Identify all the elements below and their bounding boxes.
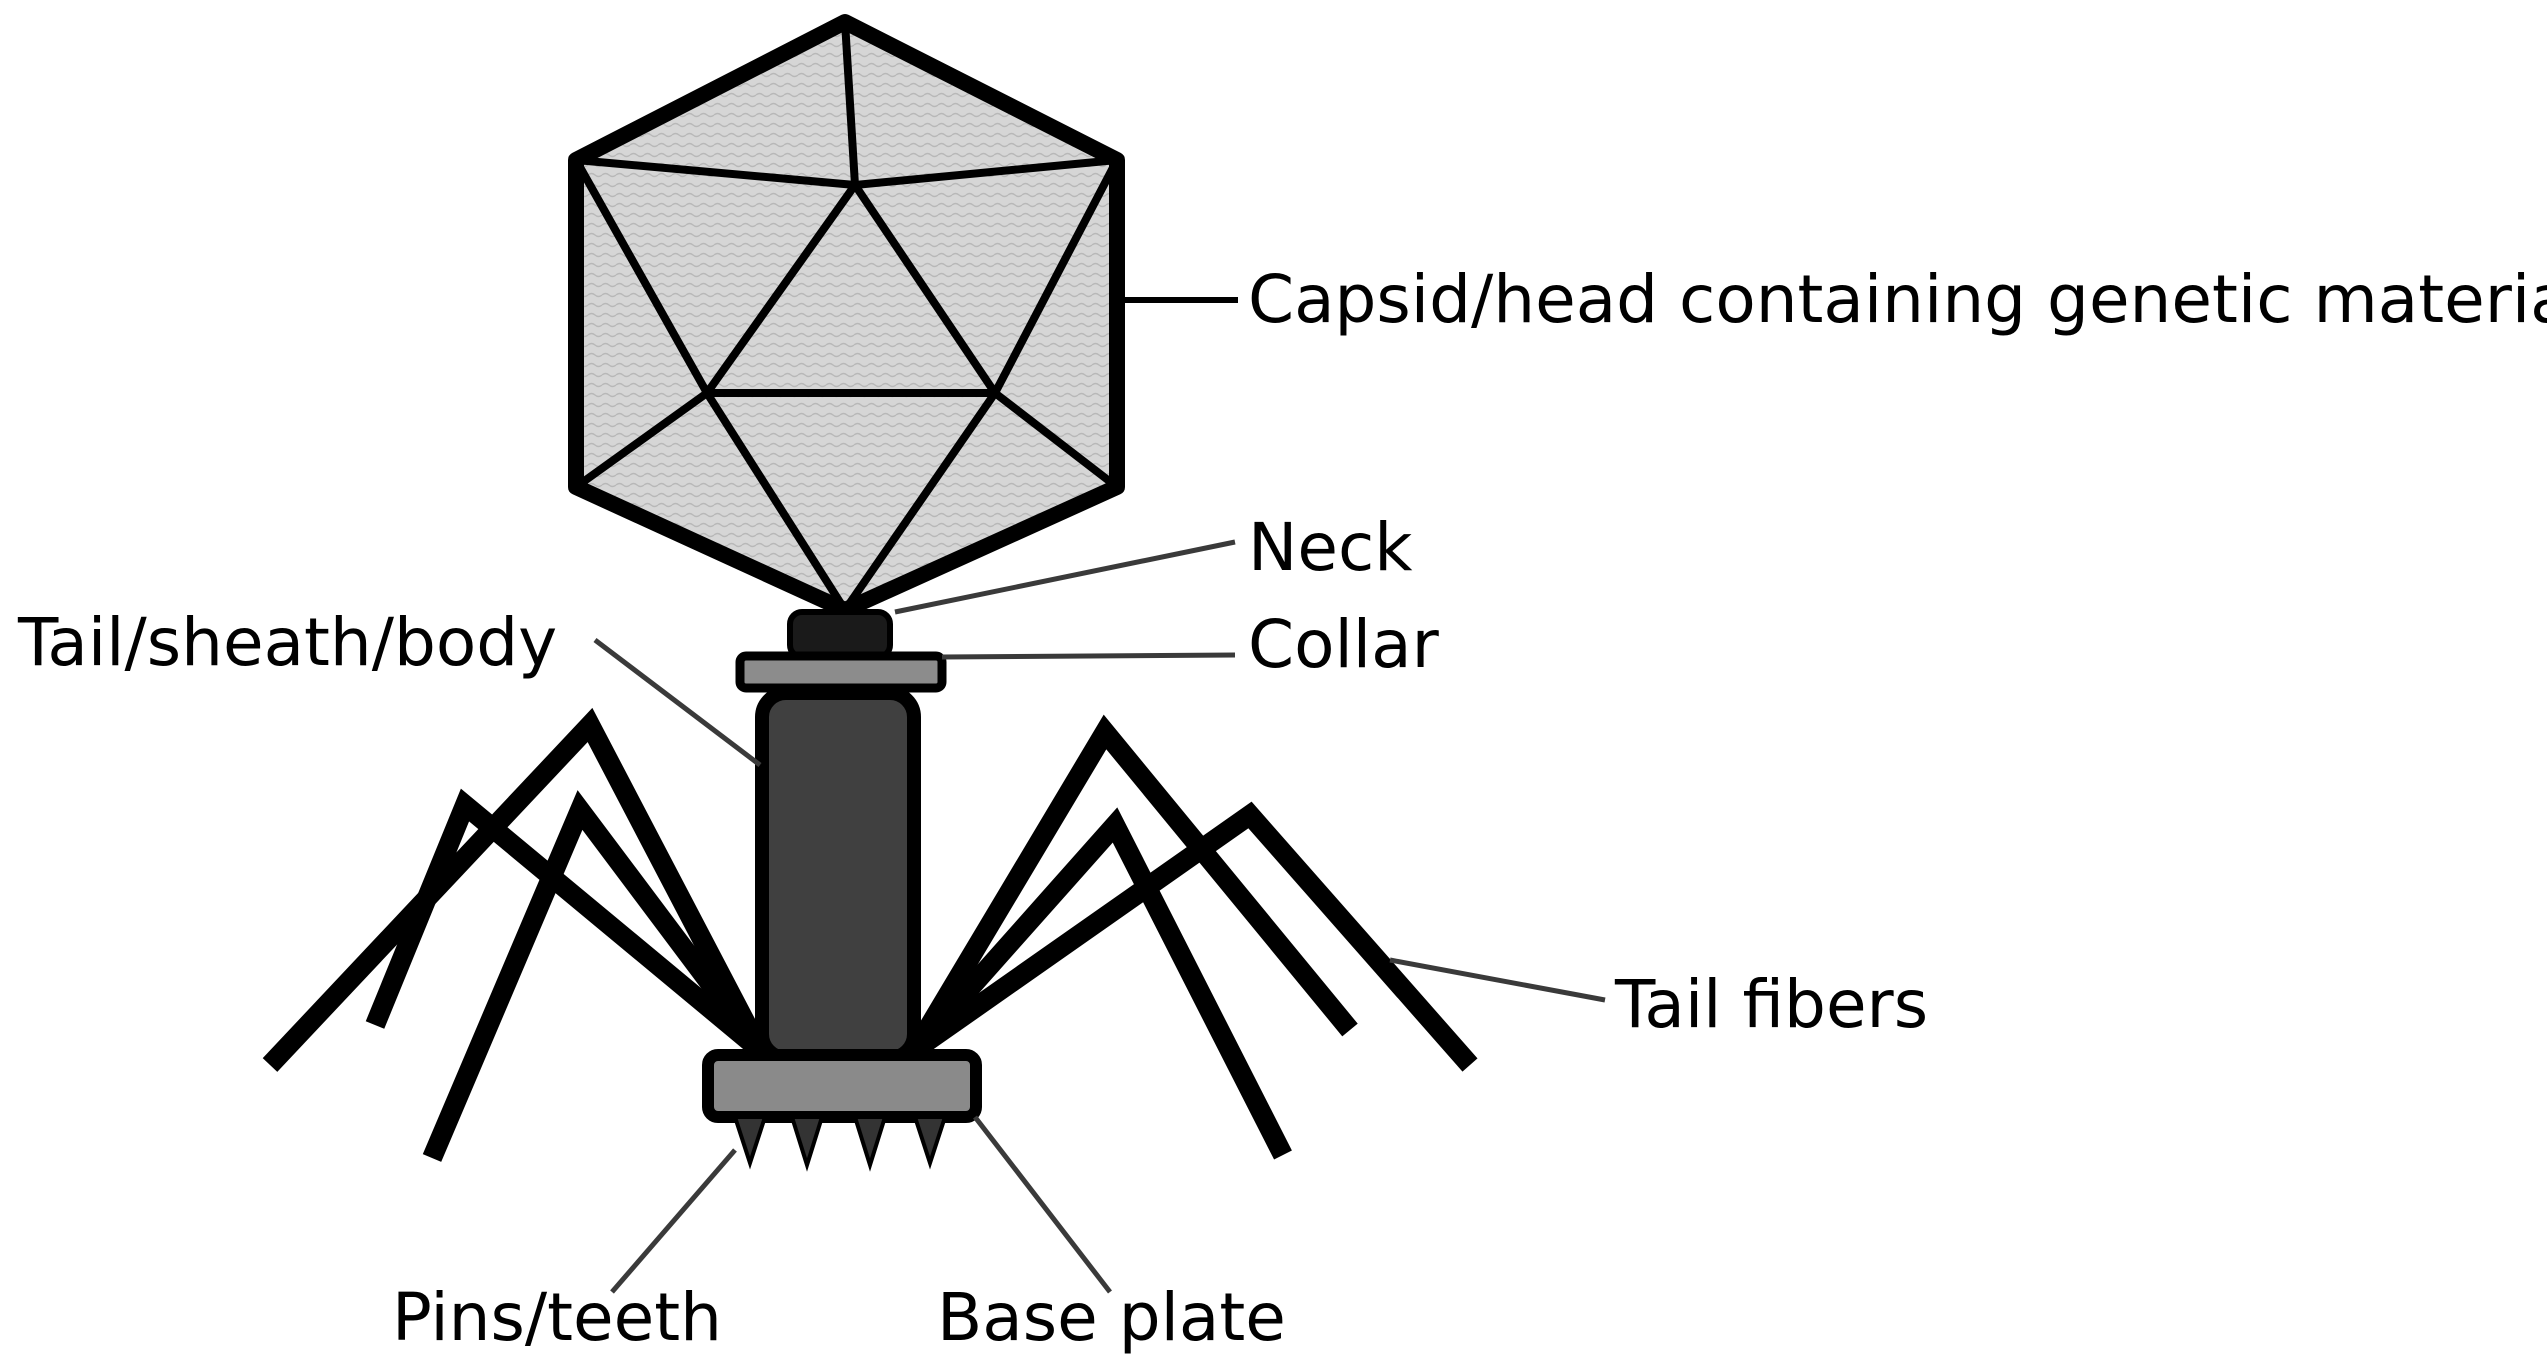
tail-fiber xyxy=(262,707,769,1072)
capsid-head xyxy=(568,14,1125,618)
pins-leader xyxy=(610,1148,737,1294)
tail-sheath xyxy=(755,686,921,1065)
tail-fibers-leader xyxy=(1389,957,1606,1003)
base-plate-label: Base plate xyxy=(937,1279,1286,1356)
tail-label: Tail/sheath/body xyxy=(17,604,557,681)
leader-lines xyxy=(593,297,1606,1294)
tail-fibers-label: Tail fibers xyxy=(1614,966,1928,1043)
neck-leader xyxy=(894,539,1236,615)
pins-label: Pins/teeth xyxy=(392,1279,722,1356)
tail-fibers-left xyxy=(262,707,769,1162)
capsid-facets xyxy=(572,21,1121,613)
pin xyxy=(912,1115,948,1170)
tail-fiber xyxy=(365,788,767,1058)
base-plate-leader xyxy=(973,1115,1112,1294)
pin xyxy=(789,1115,825,1172)
capsid-label: Capsid/head containing genetic material xyxy=(1248,261,2547,338)
tail-fibers-right xyxy=(906,714,1478,1160)
tail-fiber xyxy=(422,790,768,1162)
collar-label: Collar xyxy=(1248,606,1440,683)
collar-leader xyxy=(941,652,1236,660)
tail-leader xyxy=(593,638,762,767)
base-plate xyxy=(702,1049,982,1123)
neck-label: Neck xyxy=(1248,509,1413,586)
tail-fiber xyxy=(907,807,1292,1160)
neck xyxy=(787,609,893,660)
pins-teeth xyxy=(732,1115,948,1172)
pin xyxy=(852,1115,888,1172)
pin xyxy=(732,1115,768,1170)
collar xyxy=(735,651,947,693)
tail-fiber xyxy=(909,801,1478,1072)
tail-fiber xyxy=(906,714,1358,1056)
